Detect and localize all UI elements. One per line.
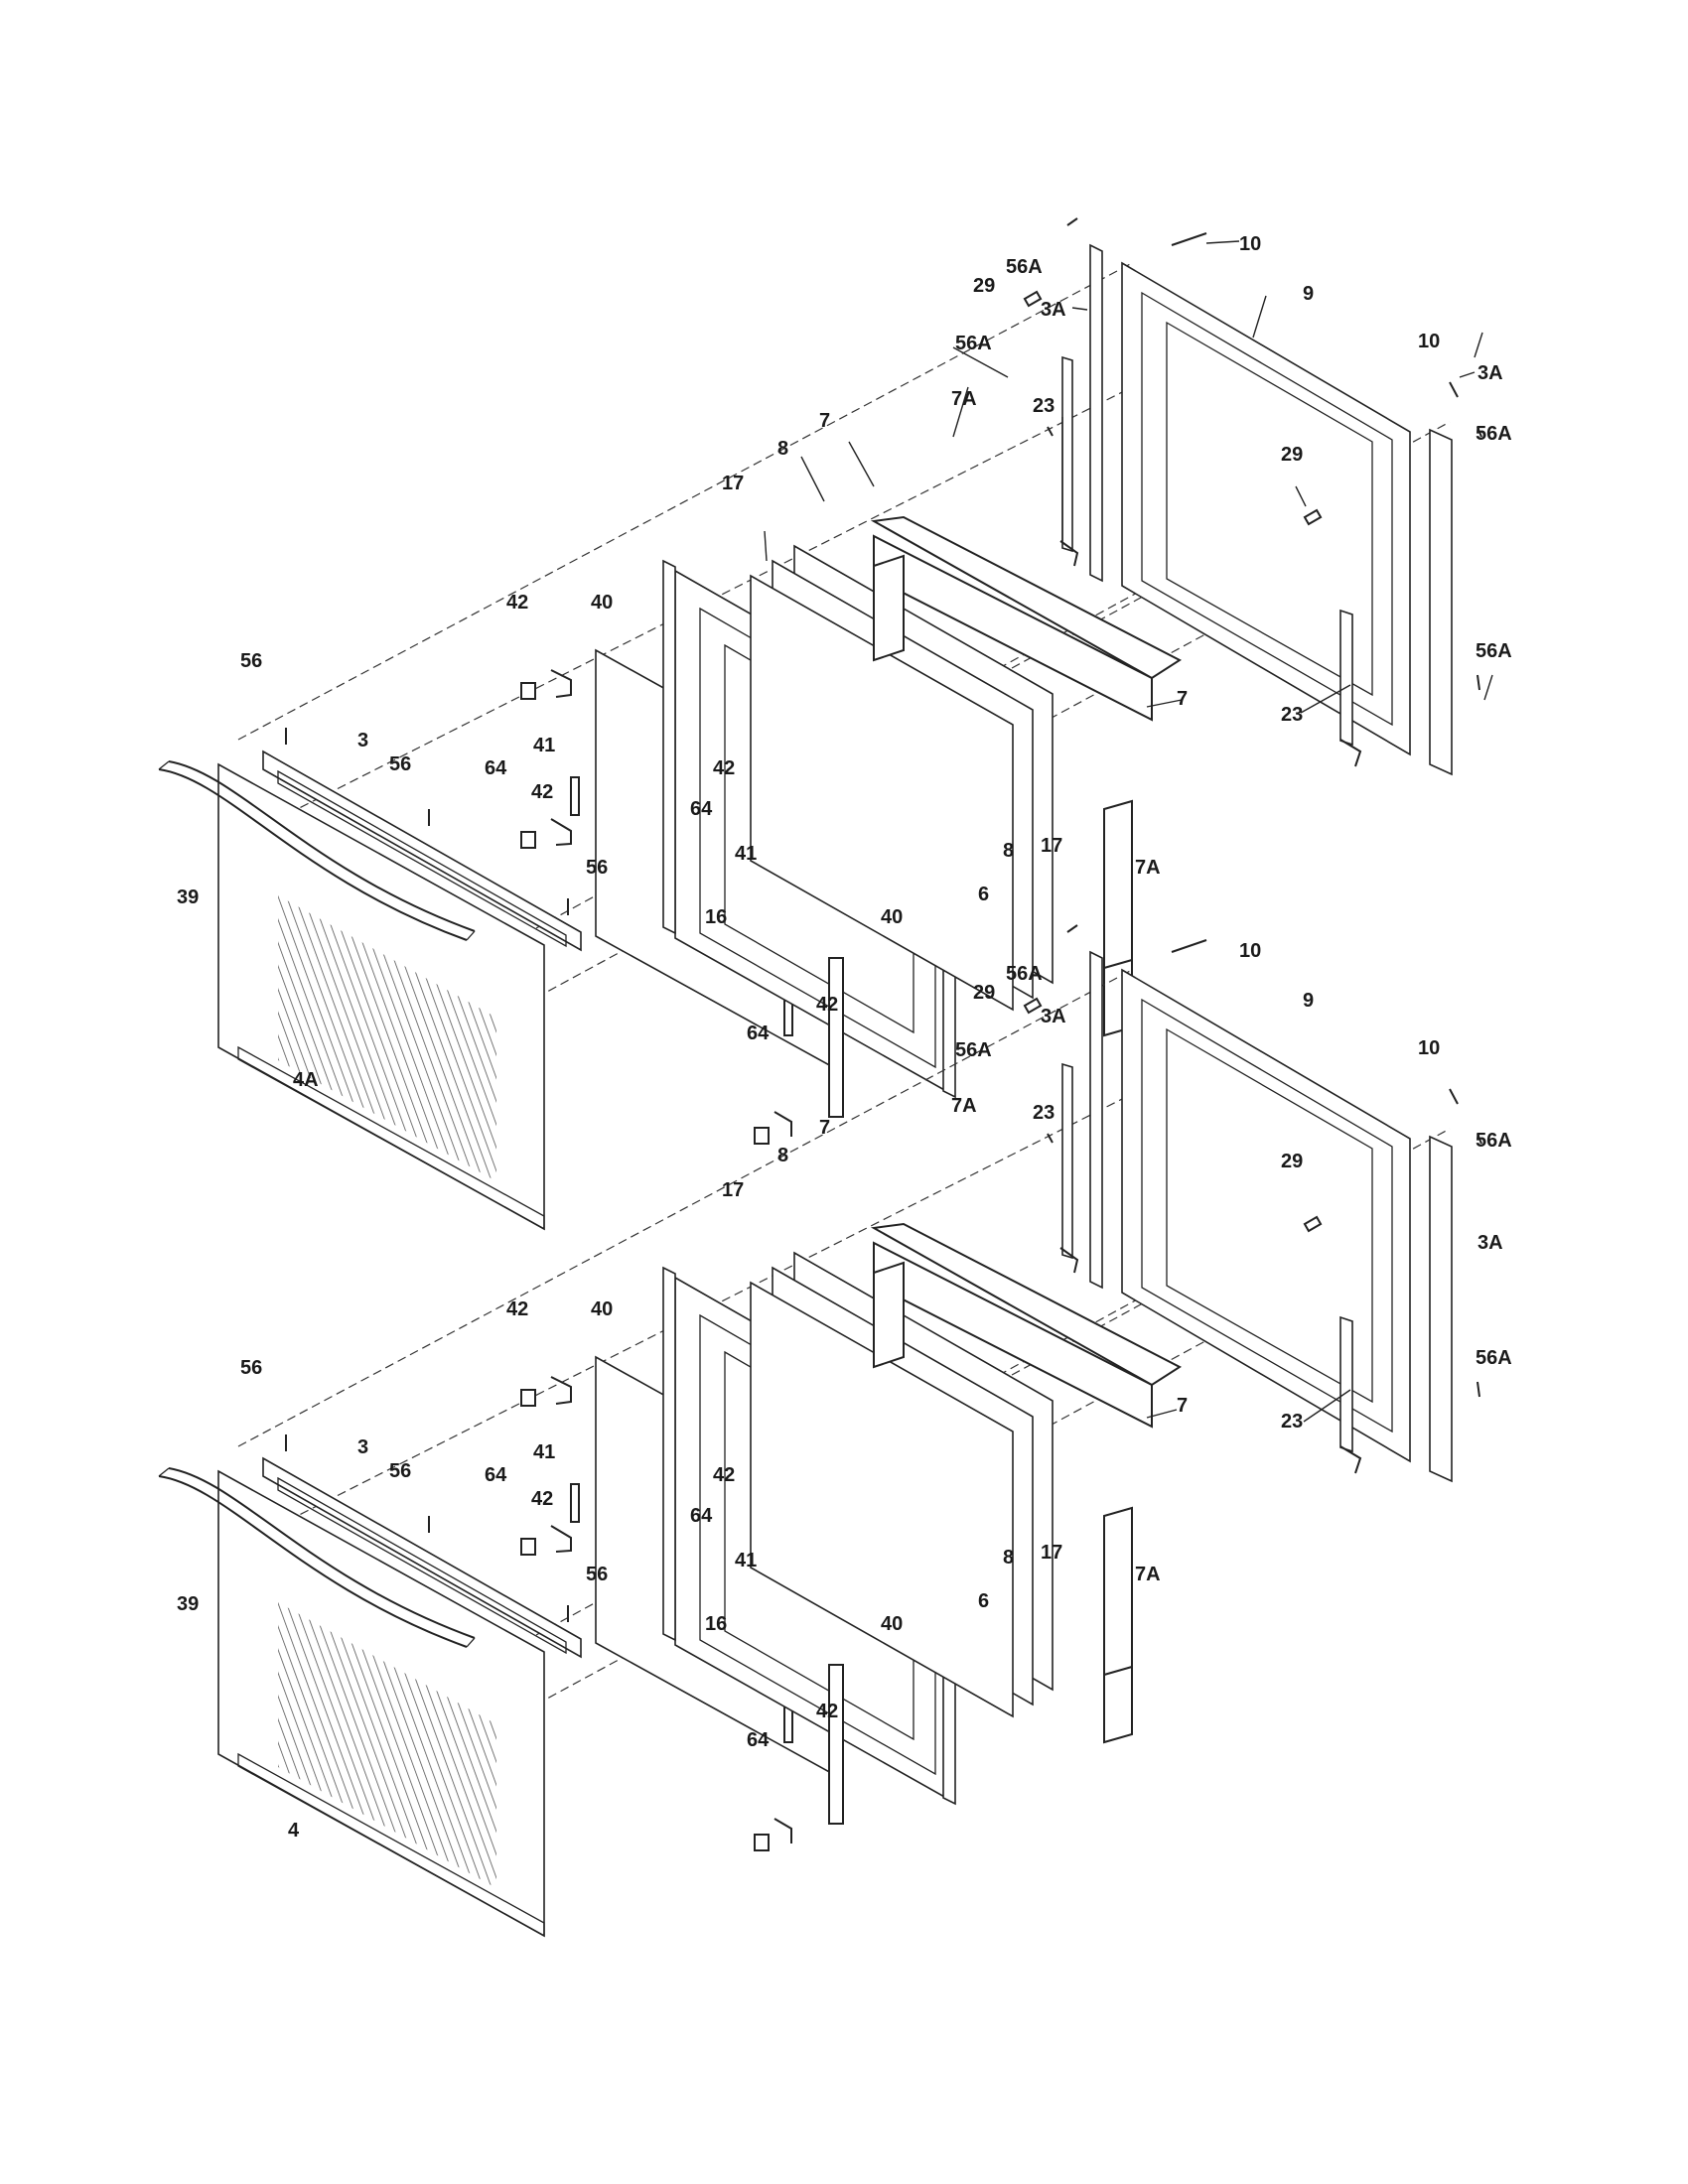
callout-label: 8 (1003, 840, 1014, 862)
callout-label: 42 (531, 1488, 553, 1510)
callout-label: 42 (816, 1701, 838, 1722)
callout-label: 64 (690, 798, 713, 820)
callout-label: 39 (177, 887, 199, 908)
callout-label: 56A (1476, 1130, 1512, 1152)
callout-label: 29 (1281, 444, 1303, 466)
callout-label: 9 (1303, 283, 1314, 305)
callout-label: 10 (1418, 1037, 1440, 1059)
callout-label: 29 (973, 275, 995, 297)
callout-label: 64 (485, 1464, 507, 1486)
callout-label: 8 (777, 1145, 788, 1166)
callout-label: 3A (1041, 1006, 1066, 1027)
callout-label: 41 (533, 1441, 555, 1463)
callout-label: 42 (816, 994, 838, 1016)
callout-label: 41 (533, 735, 555, 756)
callout-label: 39 (177, 1593, 199, 1615)
callout-label: 7 (1177, 688, 1188, 710)
callout-label: 56A (1006, 963, 1043, 985)
callout-label: 41 (735, 843, 757, 865)
callout-label: 7A (1135, 857, 1161, 879)
callout-label: 10 (1418, 331, 1440, 352)
callout-label: 23 (1281, 1411, 1303, 1433)
callout-label: 42 (506, 1298, 528, 1320)
callout-label: 3A (1477, 362, 1503, 384)
callout-label: 23 (1281, 704, 1303, 726)
callout-label: 10 (1239, 233, 1261, 255)
callout-label: 64 (690, 1505, 713, 1527)
callout-label: 64 (747, 1729, 770, 1751)
callout-label: 17 (722, 473, 744, 494)
callout-label: 16 (705, 1613, 727, 1635)
callout-label: 6 (978, 1590, 989, 1612)
callout-label: 64 (747, 1023, 770, 1044)
callout-label: 42 (506, 592, 528, 614)
callout-label: 8 (777, 438, 788, 460)
callout-label: 9 (1303, 990, 1314, 1012)
callout-label: 56 (240, 1357, 262, 1379)
callout-label: 56 (586, 857, 608, 879)
callout-label: 56A (1006, 256, 1043, 278)
callout-label: 7 (819, 1117, 830, 1139)
callout-label: 3 (357, 730, 368, 751)
callout-label: 29 (1281, 1151, 1303, 1172)
callout-label: 17 (1041, 835, 1062, 857)
callout-label: 23 (1033, 1102, 1055, 1124)
callout-label: 56 (586, 1564, 608, 1585)
callout-label: 56A (1476, 640, 1512, 662)
callout-label: 6 (978, 884, 989, 905)
leader-lines (764, 240, 1493, 1423)
callout-label: 7A (951, 1095, 977, 1117)
callout-label: 40 (881, 1613, 903, 1635)
callout-label: 3A (1041, 299, 1066, 321)
callout-label: 3 (357, 1436, 368, 1458)
callout-label: 40 (591, 592, 613, 614)
callout-label: 16 (705, 906, 727, 928)
callout-label: 56 (389, 1460, 411, 1482)
callout-label: 29 (973, 982, 995, 1004)
callout-label: 56A (1476, 423, 1512, 445)
callout-label: 7 (819, 410, 830, 432)
callout-label: 42 (531, 781, 553, 803)
callout-label: 3A (1477, 1232, 1503, 1254)
callout-label: 17 (1041, 1542, 1062, 1564)
callout-label: 56A (955, 1039, 992, 1061)
callout-label: 4A (293, 1069, 319, 1091)
callout-label: 40 (881, 906, 903, 928)
callout-label: 56A (955, 333, 992, 354)
lower-callouts: 10 56A 29 3A 9 56A 10 23 7A 7 56A 29 8 3… (177, 940, 1512, 1842)
callout-label: 23 (1033, 395, 1055, 417)
callout-label: 7 (1177, 1395, 1188, 1417)
callout-label: 4 (288, 1820, 300, 1842)
callout-label: 64 (485, 757, 507, 779)
upper-callouts: 10 56A 29 3A 9 56A 10 23 7A 7 56A 29 8 3… (177, 233, 1512, 1091)
callout-label: 40 (591, 1298, 613, 1320)
callout-label: 56A (1476, 1347, 1512, 1369)
callout-label: 56 (240, 650, 262, 672)
callout-label: 10 (1239, 940, 1261, 962)
callout-label: 56 (389, 753, 411, 775)
callout-label: 42 (713, 1464, 735, 1486)
callout-label: 42 (713, 757, 735, 779)
callout-label: 17 (722, 1179, 744, 1201)
callout-label: 7A (951, 388, 977, 410)
callout-label: 8 (1003, 1547, 1014, 1569)
callout-label: 7A (1135, 1564, 1161, 1585)
callout-label: 41 (735, 1550, 757, 1571)
